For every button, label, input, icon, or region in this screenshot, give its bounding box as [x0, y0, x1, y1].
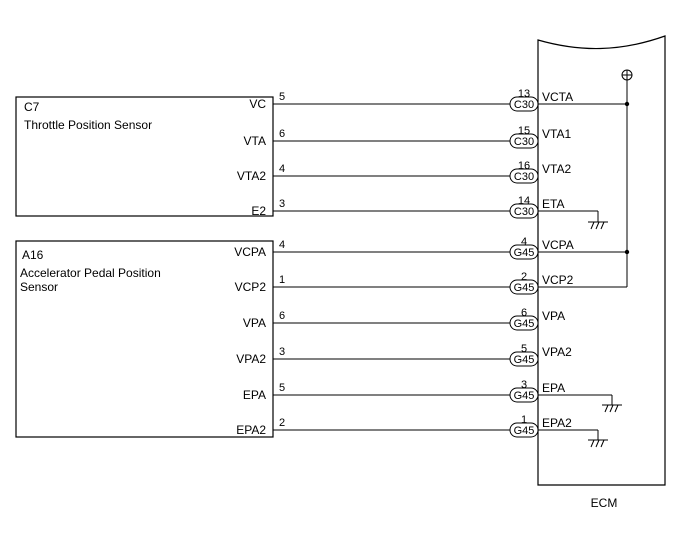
connector-label-c7-e2: C30 — [514, 206, 534, 218]
connector-label-c7-vc: C30 — [514, 99, 534, 111]
terminal-label-c7-vc: VC — [249, 97, 266, 111]
ground-symbol-eta — [538, 210, 608, 230]
connector-badge-a16-vcpa — [509, 244, 539, 260]
terminal-label-a16-vcp2: VCP2 — [235, 280, 267, 294]
ecm-pin-a16-vpa2: 5 — [521, 343, 527, 355]
connector-badge-a16-vcp2 — [509, 279, 539, 295]
sensor-box-c7 — [15, 96, 274, 217]
connector-label-c7-vta2: C30 — [514, 171, 534, 183]
sensor-pin-a16-epa: 5 — [279, 382, 285, 394]
ecm-terminal-a16-epa2: EPA2 — [542, 416, 572, 430]
ecm-terminal-a16-epa: EPA — [542, 381, 565, 395]
terminal-label-c7-vta2: VTA2 — [237, 169, 266, 183]
terminal-label-a16-vcpa: VCPA — [234, 245, 266, 259]
terminal-label-a16-epa2: EPA2 — [236, 423, 266, 437]
sensor-pin-a16-vcp2: 1 — [279, 274, 285, 286]
sensor-pin-a16-vpa: 6 — [279, 310, 285, 322]
sensor-code-a16: A16 — [22, 248, 44, 262]
sensor-name-c7: Throttle Position Sensor — [24, 118, 152, 132]
ecm-terminal-a16-vcpa: VCPA — [542, 238, 574, 252]
ecm-terminal-c7-vc: VCTA — [542, 90, 573, 104]
terminal-label-c7-vta: VTA — [244, 134, 266, 148]
ground-symbol-epa — [538, 394, 622, 413]
connector-badge-c7-vta — [509, 133, 539, 149]
power-bus — [621, 69, 633, 287]
terminal-label-a16-epa: EPA — [243, 388, 266, 402]
sensor-pin-a16-vcpa: 4 — [279, 239, 285, 251]
terminal-label-c7-e2: E2 — [251, 204, 266, 218]
sensor-box-a16 — [15, 240, 274, 438]
sensor-name-a16-line2: Sensor — [20, 280, 58, 294]
ecm-pin-a16-epa2: 1 — [521, 414, 527, 426]
sensor-pin-a16-epa2: 2 — [279, 417, 285, 429]
connector-label-a16-vcp2: G45 — [514, 282, 535, 294]
sensor-name-a16-line1: Accelerator Pedal Position — [20, 266, 161, 280]
connector-label-c7-vta: C30 — [514, 136, 534, 148]
terminal-label-a16-vpa2: VPA2 — [236, 352, 266, 366]
connector-label-a16-vpa: G45 — [514, 318, 535, 330]
ecm-pin-a16-vpa: 6 — [521, 307, 527, 319]
connector-label-a16-epa: G45 — [514, 390, 535, 402]
sensor-code-c7: C7 — [24, 100, 40, 114]
terminal-label-a16-vpa: VPA — [243, 316, 266, 330]
ecm-pin-a16-vcp2: 2 — [521, 271, 527, 283]
connector-label-a16-vpa2: G45 — [514, 354, 535, 366]
connector-badge-c7-vc — [509, 96, 539, 112]
sensor-pin-c7-vta: 6 — [279, 128, 285, 140]
ecm-terminal-a16-vpa2: VPA2 — [542, 345, 572, 359]
ecm-label: ECM — [591, 496, 618, 510]
ground-symbol-epa2 — [538, 429, 608, 448]
sensor-pin-c7-vc: 5 — [279, 91, 285, 103]
ecm-terminal-a16-vpa: VPA — [542, 309, 565, 323]
ecm-terminal-a16-vcp2: VCP2 — [542, 273, 574, 287]
ecm-pin-a16-epa: 3 — [521, 379, 527, 391]
sensor-pin-c7-e2: 3 — [279, 198, 285, 210]
connector-label-a16-vcpa: G45 — [514, 247, 535, 259]
ecm-terminal-c7-vta: VTA1 — [542, 127, 571, 141]
ecm-terminal-c7-vta2: VTA2 — [542, 162, 571, 176]
connector-badge-a16-vpa — [509, 315, 539, 331]
ecm-terminal-c7-e2: ETA — [542, 197, 564, 211]
connector-badge-c7-vta2 — [509, 168, 539, 184]
sensor-pin-c7-vta2: 4 — [279, 163, 285, 175]
connector-badge-a16-vpa2 — [509, 351, 539, 367]
ecm-pin-a16-vcpa: 4 — [521, 236, 527, 248]
connector-label-a16-epa2: G45 — [514, 425, 535, 437]
sensor-pin-a16-vpa2: 3 — [279, 346, 285, 358]
ecm-box — [537, 35, 666, 486]
